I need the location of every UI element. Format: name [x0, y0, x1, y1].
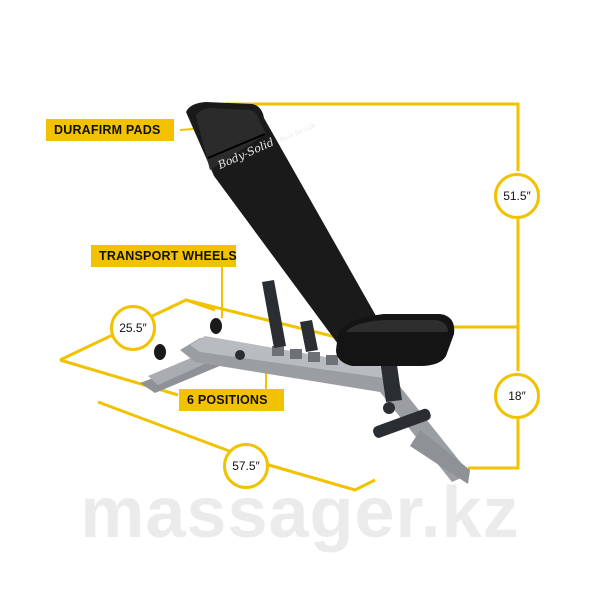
height-seat-dimension: 18″	[494, 373, 540, 419]
watermark: massager.kz	[80, 473, 520, 553]
durafirm-pads-label: DURAFIRM PADS	[46, 119, 174, 141]
height-back-dimension: 51.5″	[494, 173, 540, 219]
back-pad	[186, 102, 385, 353]
length-dimension: 57.5″	[223, 443, 269, 489]
height-lines	[226, 102, 520, 470]
width-dimension: 25.5″	[110, 305, 156, 351]
footprint-lines	[59, 298, 376, 492]
transport-wheels-label: TRANSPORT WHEELS	[91, 245, 237, 267]
six-positions-label: 6 POSITIONS	[179, 389, 284, 411]
seat-pad	[336, 314, 455, 366]
bench-frame	[140, 280, 470, 484]
